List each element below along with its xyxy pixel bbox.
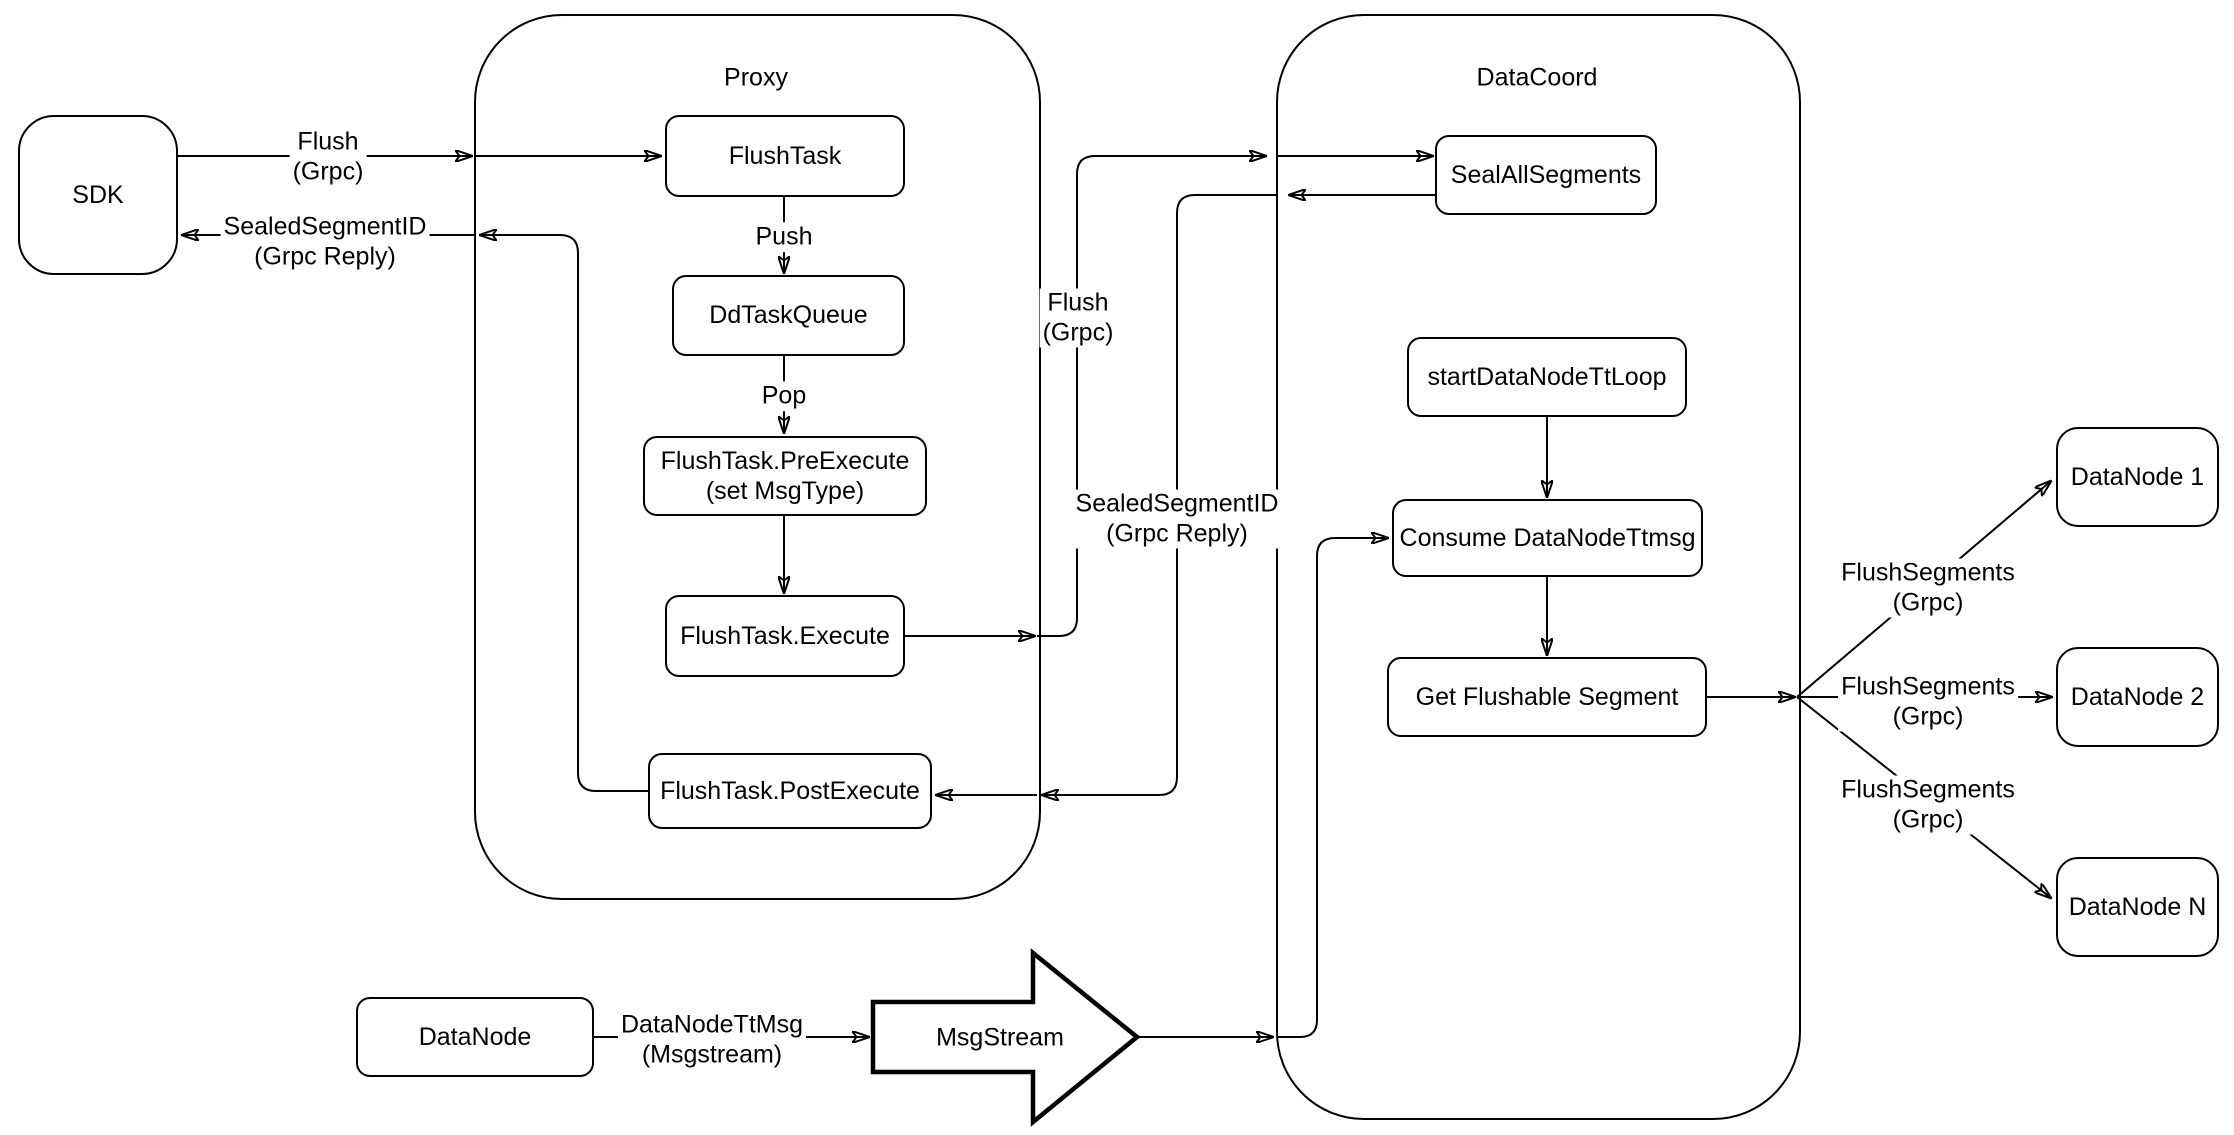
- node-datanode-source: DataNode: [356, 997, 594, 1077]
- node-flushtask: FlushTask: [665, 115, 905, 197]
- node-consume-datanodettmsg: Consume DataNodeTtmsg: [1392, 499, 1703, 577]
- node-datanode-1: DataNode 1: [2056, 427, 2219, 527]
- edge-label-flush-grpc-sdk: Flush (Grpc): [289, 127, 367, 187]
- edge-label-pop: Pop: [758, 381, 810, 411]
- datacoord-container-title: DataCoord: [1476, 63, 1598, 92]
- node-sealallsegments: SealAllSegments: [1435, 135, 1657, 215]
- node-datanode-n: DataNode N: [2056, 857, 2219, 957]
- edge-label-datanodettmsg: DataNodeTtMsg (Msgstream): [617, 1010, 807, 1070]
- node-flushtask-preexecute: FlushTask.PreExecute (set MsgType): [643, 436, 927, 516]
- edge-label-sealedsegmentid-reply-sdk: SealedSegmentID (Grpc Reply): [220, 212, 430, 272]
- proxy-container-title: Proxy: [724, 63, 788, 92]
- edge-label-flushsegments-1: FlushSegments (Grpc): [1838, 558, 2018, 618]
- edge-label-flushsegments-3: FlushSegments (Grpc): [1838, 775, 2018, 835]
- node-sdk: SDK: [18, 115, 178, 275]
- node-ddtaskqueue: DdTaskQueue: [672, 275, 905, 356]
- node-flushtask-postexecute: FlushTask.PostExecute: [648, 753, 932, 829]
- msgstream-label: MsgStream: [936, 1023, 1064, 1052]
- edge-proxy-to-datacoord-flush: [1037, 156, 1266, 637]
- edge-label-sealedsegmentid-reply-mid: SealedSegmentID (Grpc Reply): [1072, 489, 1282, 549]
- edge-label-flush-grpc-mid: Flush (Grpc): [1039, 288, 1117, 348]
- node-flushtask-execute: FlushTask.Execute: [665, 595, 905, 677]
- node-startdatanodettloop: startDataNodeTtLoop: [1407, 337, 1687, 417]
- edge-label-push: Push: [752, 222, 816, 252]
- node-datanode-2: DataNode 2: [2056, 647, 2219, 747]
- node-get-flushable-segment: Get Flushable Segment: [1387, 657, 1707, 737]
- edge-label-flushsegments-2: FlushSegments (Grpc): [1838, 672, 2018, 732]
